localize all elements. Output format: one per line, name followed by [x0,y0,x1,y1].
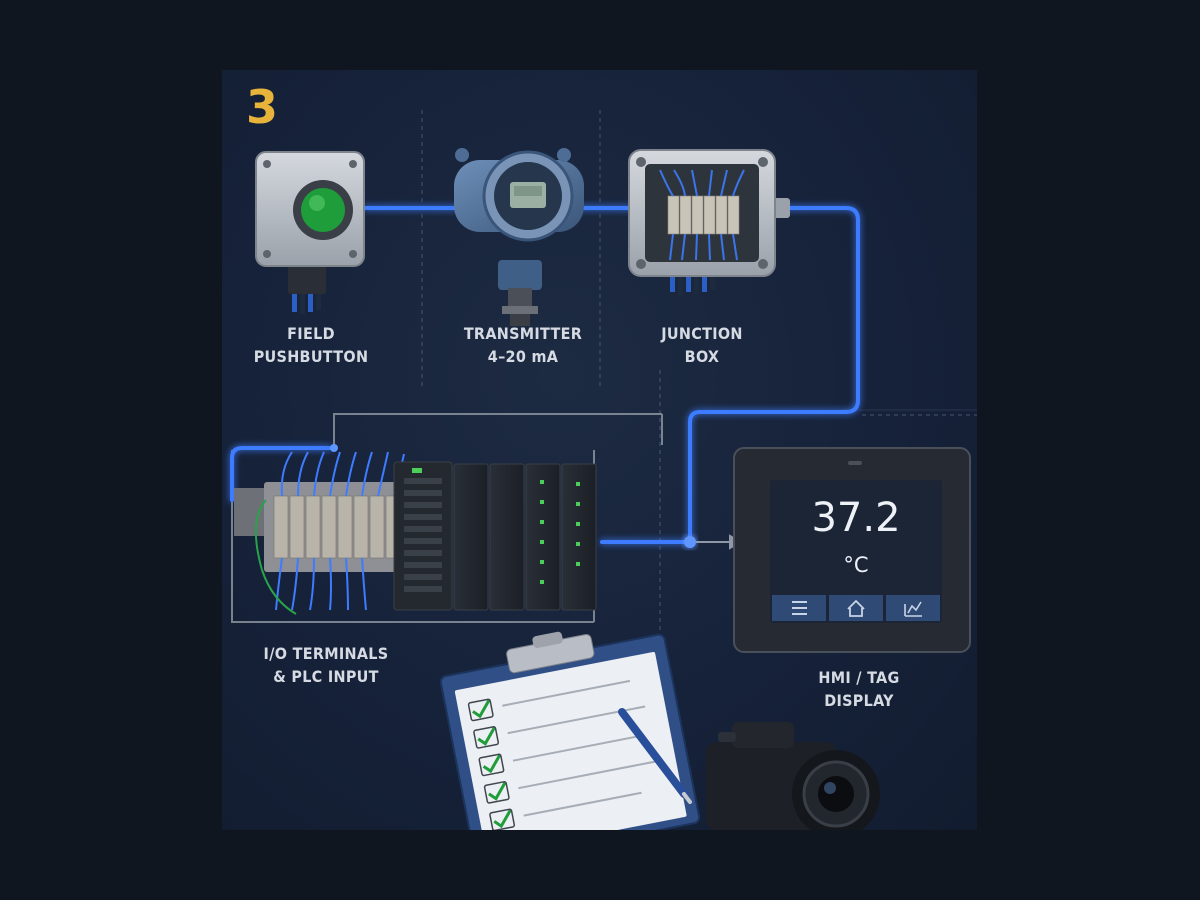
label-junction-box: JUNCTION BOX [661,324,743,366]
pen-icon [618,708,692,804]
step-number: 3 [246,80,279,134]
hmi-home-button[interactable] [829,595,883,621]
signal-node [684,536,696,548]
field-pushbutton-device [255,151,365,314]
signal-wires [230,206,860,544]
hmi-temperature-unit: °C [843,553,869,577]
label-field-pushbutton: FIELD PUSHBUTTON [253,324,369,366]
signal-node [330,444,338,452]
plc-rack-device [234,451,597,615]
label-io-terminals-plc: I/O TERMINALS & PLC INPUT [263,644,389,686]
home-icon [847,599,865,617]
signal-path-diagram [230,110,977,830]
divider-lines [421,110,977,630]
transmitter-device [454,148,584,326]
menu-icon [792,601,807,615]
check-icon [472,699,512,829]
hmi-device [733,447,971,653]
label-transmitter: TRANSMITTER 4–20 mA [463,324,583,366]
camera-icon [706,722,880,830]
checklist-clipboard [439,631,701,830]
diagram-panel: 3 FIELD PUSHBUTTON TRANSMITTER 4–20 mA J… [222,70,977,830]
trend-chart-icon [904,601,922,617]
hmi-button-bar [772,595,940,621]
hmi-temperature-value: 37.2 [811,495,901,541]
junction-box-device [628,149,790,296]
label-hmi-display: HMI / TAG DISPLAY [818,668,900,710]
